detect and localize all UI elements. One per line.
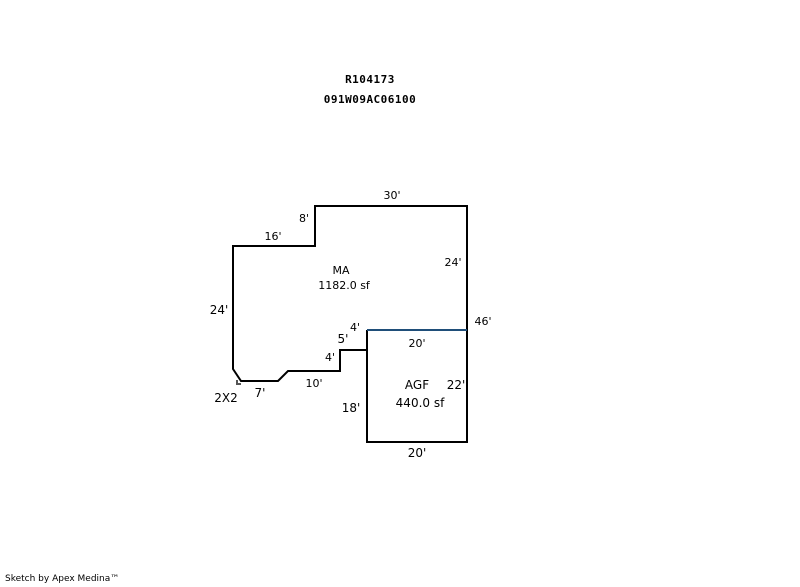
ma-label: MA (332, 264, 349, 277)
dim-ma-bottom-right: 10' (305, 377, 322, 390)
dim-ma-left: 24' (210, 303, 229, 317)
main-area-outline (232, 205, 468, 382)
corner-marker (236, 380, 241, 385)
dim-agf-bottom: 20' (408, 446, 427, 460)
dim-agf-top: 20' (408, 337, 425, 350)
dim-ma-bottom-left: 7' (255, 386, 266, 400)
dim-ma-top: 30' (383, 189, 400, 202)
dim-ma-upper-left: 16' (264, 230, 281, 243)
dim-ma-right: 24' (444, 256, 461, 269)
dim-total-right: 46' (474, 315, 491, 328)
ma-area: 1182.0 sf (318, 279, 371, 292)
agf-label: AGF (405, 378, 429, 392)
dim-ma-notch-vertical: 5' (338, 332, 349, 346)
dim-agf-left: 18' (342, 401, 361, 415)
dim-agf-right: 22' (447, 378, 466, 392)
footer-credit: Sketch by Apex Medina™ (5, 574, 120, 584)
dim-ma-inner-top: 4' (350, 321, 360, 334)
dim-ma-notch-horizontal: 4' (325, 351, 335, 364)
parcel-id: R104173 (345, 73, 395, 86)
map-number: 091W09AC06100 (323, 93, 417, 106)
corner-tag-label: 2X2 (214, 391, 238, 405)
agf-area: 440.0 sf (396, 396, 445, 410)
dim-ma-step-up: 8' (299, 212, 309, 225)
garage-outline (366, 330, 468, 443)
